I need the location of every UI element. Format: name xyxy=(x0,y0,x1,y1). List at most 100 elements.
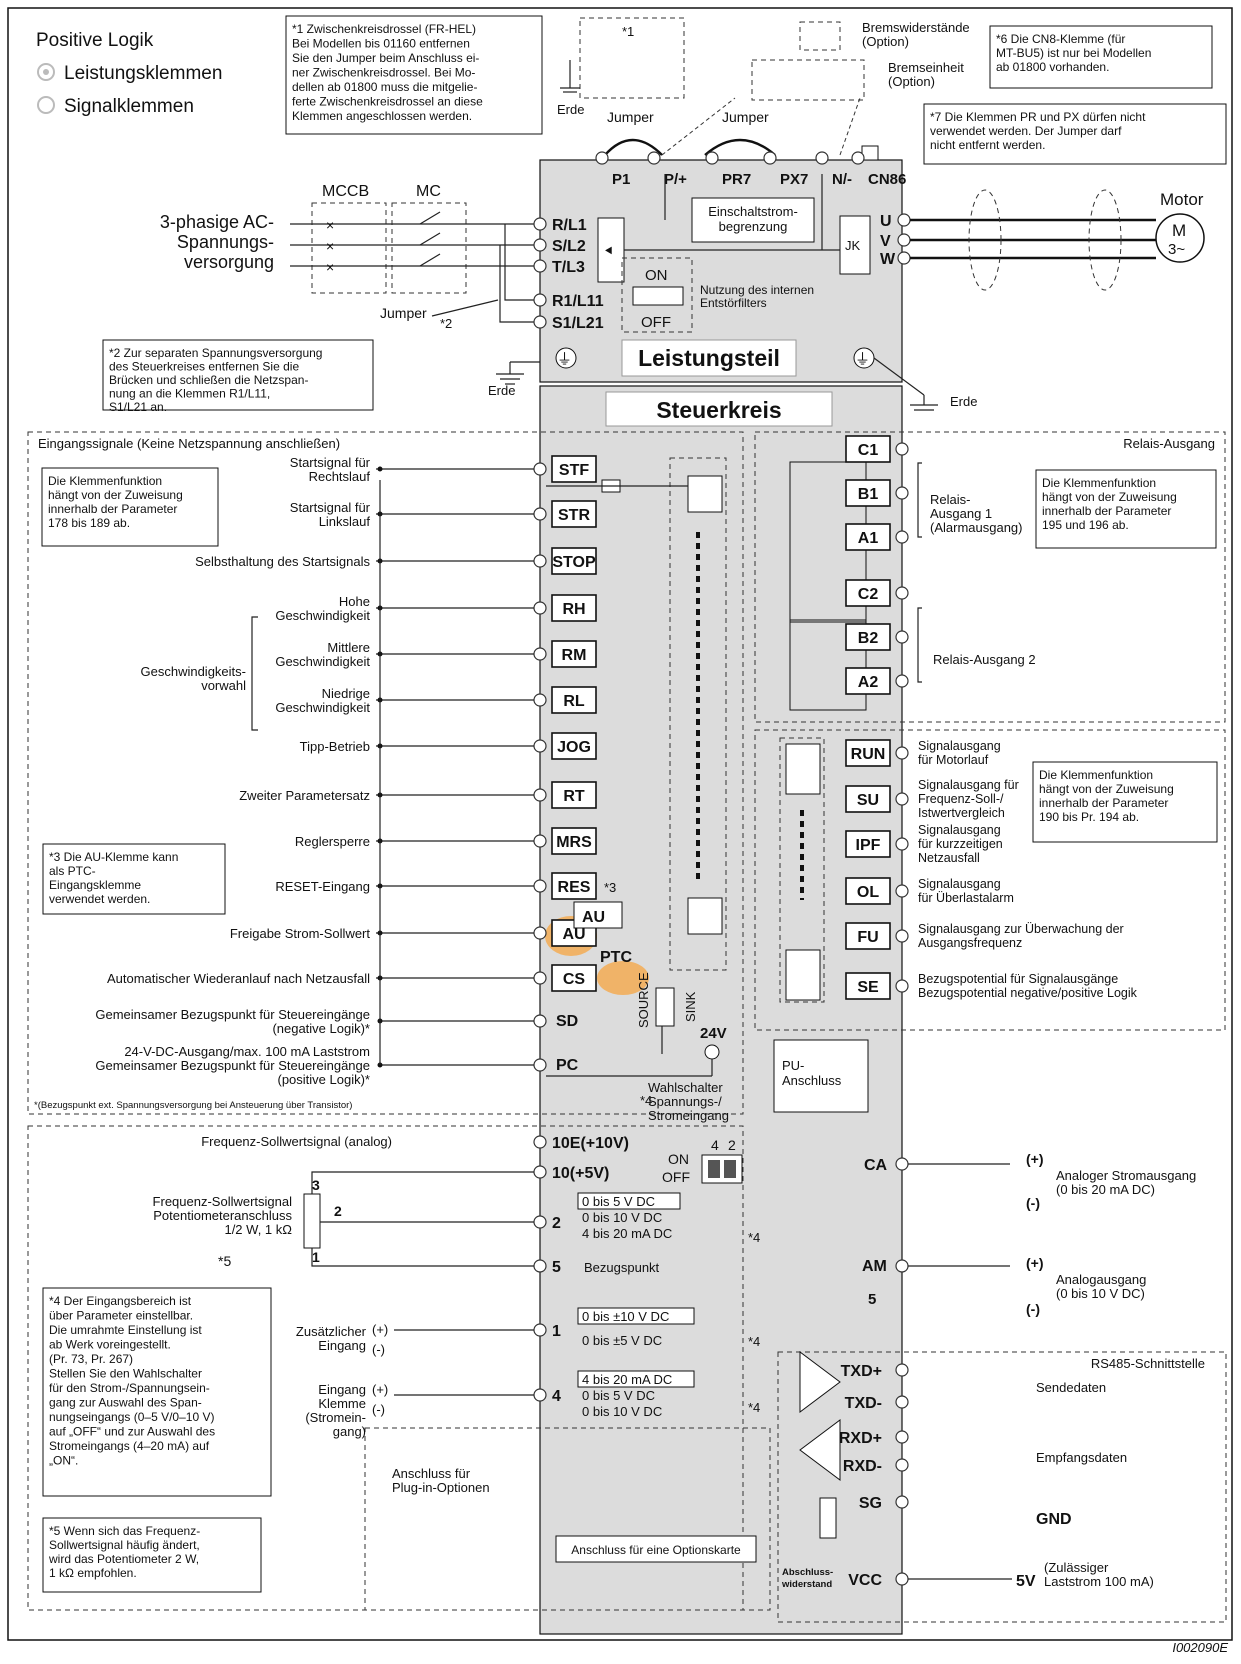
terminal-str-input[interactable] xyxy=(533,507,547,521)
relay-terminal-b1-out[interactable] xyxy=(895,486,909,500)
terminal-sd-input[interactable] xyxy=(533,1014,547,1028)
source-sink-switch[interactable] xyxy=(655,987,675,1027)
output-terminal-se-out[interactable] xyxy=(895,979,909,993)
input-desc-pc: 24-V-DC-Ausgang/max. 100 mA Laststrom xyxy=(124,1044,370,1059)
relay-terminal-b1-box xyxy=(845,479,891,507)
plugin-label: Anschluss für xyxy=(392,1466,471,1481)
input-desc-stf: Startsignal für xyxy=(290,455,371,470)
terminal-pc-input[interactable] xyxy=(533,1058,547,1072)
note-func-relay-box xyxy=(1035,469,1217,549)
terminal-res-input[interactable] xyxy=(533,879,547,893)
terminal-px7[interactable] xyxy=(763,151,777,165)
terminal-au-input[interactable] xyxy=(533,926,547,940)
terminal-v[interactable] xyxy=(897,233,911,247)
analog-terminal-4[interactable] xyxy=(533,1323,547,1337)
switch-2[interactable] xyxy=(724,1160,736,1178)
range-2: 0 bis 10 V DC xyxy=(582,1210,662,1225)
terminal-u[interactable] xyxy=(897,213,911,227)
note-1-box xyxy=(285,15,543,135)
label-text: für den Strom-/Spannungsein- xyxy=(49,1381,210,1395)
jumper-pr-px xyxy=(704,138,776,156)
jumper-note: *2 xyxy=(440,316,452,331)
relay-2-label: Relais-Ausgang 2 xyxy=(933,652,1036,667)
rs485-terminal-3[interactable] xyxy=(895,1458,909,1472)
output-terminal-fu-out[interactable] xyxy=(895,929,909,943)
analog-terminal-1[interactable] xyxy=(533,1165,547,1179)
terminal-rm-input[interactable] xyxy=(533,647,547,661)
output-terminal-ol-out[interactable] xyxy=(895,884,909,898)
rx-receiver xyxy=(799,1419,841,1481)
output-terminal-ipf-out[interactable] xyxy=(895,837,909,851)
switch-4[interactable] xyxy=(708,1160,720,1178)
terminal-jog-input[interactable] xyxy=(533,739,547,753)
relay-terminal-a2-out[interactable] xyxy=(895,674,909,688)
rs485-terminal-txd: TXD+ xyxy=(841,1363,882,1380)
rs485-terminal-4[interactable] xyxy=(895,1495,909,1509)
terminal-am[interactable] xyxy=(895,1259,909,1273)
analog-terminal-3[interactable] xyxy=(533,1259,547,1273)
terminal-cn86[interactable] xyxy=(851,151,865,165)
opto-2 xyxy=(687,897,723,935)
terminal-s1-l21[interactable] xyxy=(533,315,547,329)
jumper-label: Jumper xyxy=(380,305,427,321)
terminal-rh-input[interactable] xyxy=(533,601,547,615)
terminal-rl-box xyxy=(551,686,597,714)
terminal-rt-input[interactable] xyxy=(533,788,547,802)
label-text: 195 und 196 ab. xyxy=(1042,518,1129,532)
label-text: begrenzung xyxy=(719,219,788,234)
label-text: Stromeingang xyxy=(648,1108,729,1123)
relay-terminal-a1-label: A1 xyxy=(858,530,879,547)
terminal-p[interactable] xyxy=(647,151,661,165)
terminal-mrs-input[interactable] xyxy=(533,834,547,848)
relay-terminal-c1-out[interactable] xyxy=(895,442,909,456)
earth-label-top: Erde xyxy=(557,102,584,117)
rs485-terminal-5[interactable] xyxy=(895,1572,909,1586)
ca-minus: (-) xyxy=(1026,1195,1040,1211)
analog-terminal-2[interactable] xyxy=(533,1215,547,1229)
rs485-terminal-0[interactable] xyxy=(895,1363,909,1377)
input-desc-cs: Automatischer Wiederanlauf nach Netzausf… xyxy=(107,971,370,986)
relay-terminal-b2-out[interactable] xyxy=(895,630,909,644)
relay-terminal-c2-out[interactable] xyxy=(895,586,909,600)
analog-terminal-5[interactable] xyxy=(533,1388,547,1402)
mc-box xyxy=(391,202,467,294)
minus-4: (-) xyxy=(372,1402,385,1417)
terminal-label: S1/L21 xyxy=(552,315,604,332)
relay-2-frame xyxy=(789,619,867,711)
terminal-p1[interactable] xyxy=(595,151,609,165)
signal-terminal-icon xyxy=(37,96,55,114)
terminal-cs-input[interactable] xyxy=(533,971,547,985)
relay-terminal-a1-out[interactable] xyxy=(895,530,909,544)
terminal-r-l1[interactable] xyxy=(533,217,547,231)
terminal-pr7[interactable] xyxy=(705,151,719,165)
terminal-r1-l11[interactable] xyxy=(533,293,547,307)
terminal-ca[interactable] xyxy=(895,1157,909,1171)
rs485-terminal-2[interactable] xyxy=(895,1430,909,1444)
terminal-t-l3[interactable] xyxy=(533,259,547,273)
legend-power: Leistungsklemmen xyxy=(64,63,222,84)
terminal-s-l2[interactable] xyxy=(533,238,547,252)
rs485-terminal-1[interactable] xyxy=(895,1395,909,1409)
terminal-pc-label: PC xyxy=(556,1057,579,1074)
note-4-box xyxy=(42,1287,272,1497)
input-desc-au: Freigabe Strom-Sollwert xyxy=(230,926,371,941)
terminal-stf-box xyxy=(551,455,597,483)
output-terminal-run-out[interactable] xyxy=(895,746,909,760)
relay-frame xyxy=(754,431,1226,723)
output-terminal-su-out[interactable] xyxy=(895,792,909,806)
label-text: Nutzung des internen xyxy=(700,283,814,297)
terminal-rl-input[interactable] xyxy=(533,693,547,707)
analog-terminal-0[interactable] xyxy=(533,1135,547,1149)
terminal-label: T/L3 xyxy=(552,259,585,276)
terminal-rt-box xyxy=(551,781,597,809)
igbt-glyph: JK xyxy=(845,238,861,253)
label-text: PU- xyxy=(782,1058,804,1073)
terminal-stf-input[interactable] xyxy=(533,462,547,476)
terminal-w[interactable] xyxy=(897,251,911,265)
label-text: auf „OFF“ und zur Auswahl des xyxy=(49,1425,215,1439)
terminal-n[interactable] xyxy=(815,151,829,165)
terminal-stop-input[interactable] xyxy=(533,554,547,568)
filter-switch[interactable] xyxy=(632,286,684,306)
